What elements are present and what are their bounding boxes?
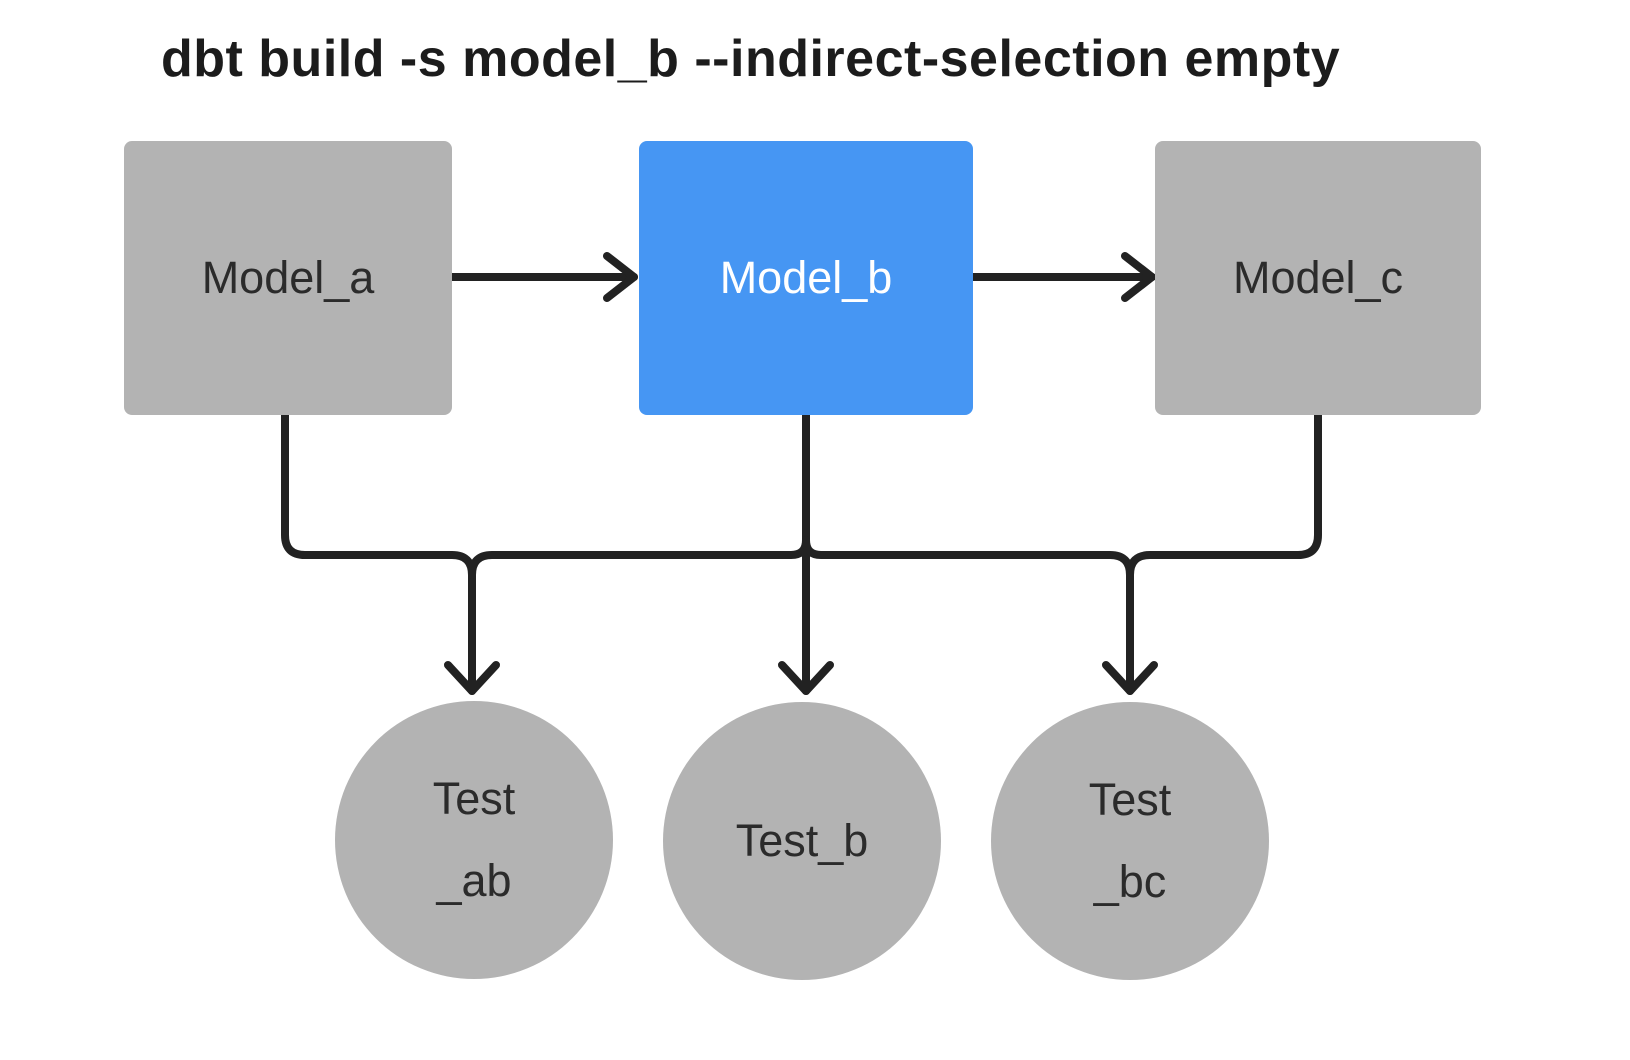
- node-model-c-label: Model_c: [1232, 252, 1404, 303]
- node-test-ab: Test _ab: [335, 701, 613, 979]
- node-model-c: Model_c: [1155, 141, 1481, 415]
- edge-group: [281, 252, 1322, 695]
- node-test-bc-label-line-2: _bc: [1093, 856, 1167, 907]
- edge-to-test-ab-arrowhead: [444, 661, 500, 695]
- node-test-b-label-line-1: Test_b: [735, 815, 869, 867]
- edge-model-c-to-test-bc-shaft: [1126, 407, 1322, 579]
- node-model-b-label: Model_b: [719, 252, 893, 303]
- node-test-bc: Test _bc: [991, 702, 1269, 980]
- edge-to-test-bc-arrowhead: [1102, 661, 1158, 695]
- edge-model-b-to-test-bc-shaft: [802, 536, 1134, 695]
- edge-model-b-to-test-ab-shaft: [468, 536, 810, 579]
- node-test-b-label: Test_b: [736, 800, 869, 882]
- node-model-b-selected: Model_b: [639, 141, 973, 415]
- edge-model-b-to-model-c-arrowhead: [1121, 252, 1156, 302]
- edge-to-test-b-arrowhead: [778, 661, 834, 695]
- node-model-a-label: Model_a: [201, 252, 375, 303]
- node-test-bc-label-line-1: Test: [1088, 774, 1172, 826]
- node-test-ab-label-line-2: _ab: [436, 855, 512, 906]
- edge-model-a-to-model-b-arrowhead: [603, 252, 638, 302]
- node-model-a: Model_a: [124, 141, 452, 415]
- node-test-ab-label: Test _ab: [433, 758, 516, 922]
- node-test-ab-label-line-1: Test: [432, 773, 516, 825]
- node-test-b: Test_b: [663, 702, 941, 980]
- edge-model-a-to-test-ab-shaft: [281, 407, 476, 695]
- diagram-title: dbt build -s model_b --indirect-selectio…: [161, 30, 1341, 88]
- node-test-bc-label: Test _bc: [1089, 759, 1172, 923]
